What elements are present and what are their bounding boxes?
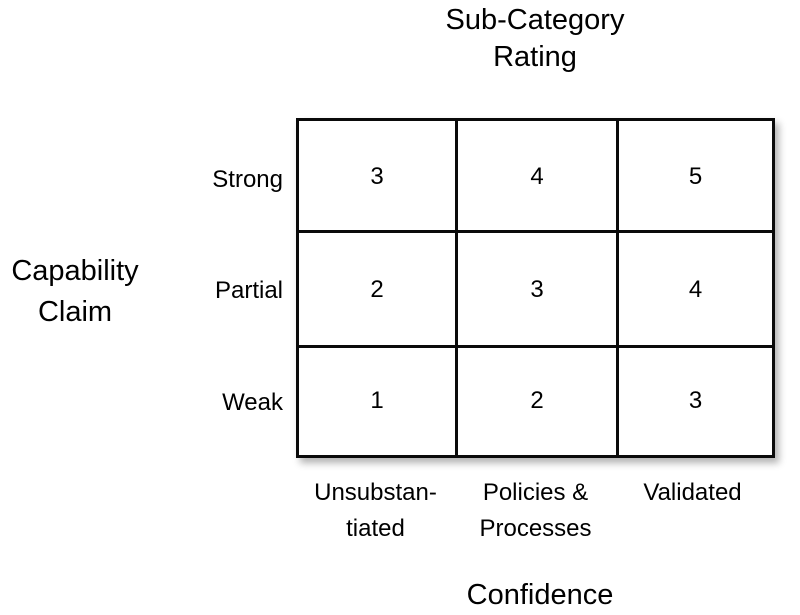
column-label-line-2: tiated bbox=[346, 515, 405, 542]
cell-value: 4 bbox=[530, 163, 544, 190]
cell-value: 4 bbox=[688, 276, 703, 303]
matrix-cell-weak-policies-processes: 2 bbox=[458, 348, 619, 455]
matrix-cell-partial-validated: 4 bbox=[619, 233, 772, 348]
column-label-line-1: Unsubstan- bbox=[314, 479, 437, 506]
cell-value: 2 bbox=[370, 276, 384, 303]
matrix-cell-partial-policies-processes: 3 bbox=[458, 233, 619, 348]
top-axis-title-line-1: Sub-Category bbox=[445, 4, 625, 36]
column-label-line-2: Processes bbox=[479, 515, 592, 542]
bottom-axis-title: Confidence bbox=[466, 579, 614, 611]
matrix-cell-strong-validated: 5 bbox=[619, 121, 772, 233]
column-label-validated: Validated bbox=[616, 475, 769, 570]
top-axis-title: Sub-Category Rating bbox=[355, 2, 715, 76]
cell-value: 3 bbox=[530, 276, 544, 303]
column-label-line-1: Policies & bbox=[482, 479, 589, 506]
cell-value: 1 bbox=[370, 387, 384, 414]
matrix-cell-strong-unsubstantiated: 3 bbox=[299, 121, 458, 233]
cell-value: 3 bbox=[688, 387, 703, 414]
column-labels: Unsubstan- tiated Policies & Processes V… bbox=[296, 475, 775, 570]
top-axis-title-line-2: Rating bbox=[493, 41, 577, 73]
left-axis-title: Capability Claim bbox=[0, 251, 150, 333]
row-label-partial: Partial bbox=[214, 277, 283, 304]
matrix-cell-strong-policies-processes: 4 bbox=[458, 121, 619, 233]
cell-value: 2 bbox=[530, 387, 544, 414]
row-label-strong: Strong bbox=[212, 166, 283, 193]
matrix-grid: 3 4 5 2 3 4 1 2 3 bbox=[296, 118, 775, 458]
left-axis-title-line-2: Claim bbox=[37, 296, 113, 328]
column-label-line-1: Validated bbox=[643, 479, 742, 506]
column-label-unsubstantiated: Unsubstan- tiated bbox=[296, 475, 455, 570]
matrix-cell-weak-unsubstantiated: 1 bbox=[299, 348, 458, 455]
left-axis-title-line-1: Capability bbox=[11, 255, 139, 287]
cell-value: 3 bbox=[370, 163, 384, 190]
matrix-cell-partial-unsubstantiated: 2 bbox=[299, 233, 458, 348]
row-label-weak: Weak bbox=[222, 389, 283, 416]
cell-value: 5 bbox=[688, 163, 703, 190]
column-label-policies-processes: Policies & Processes bbox=[455, 475, 616, 570]
row-labels: Strong Partial Weak bbox=[150, 118, 283, 458]
matrix-cell-weak-validated: 3 bbox=[619, 348, 772, 455]
